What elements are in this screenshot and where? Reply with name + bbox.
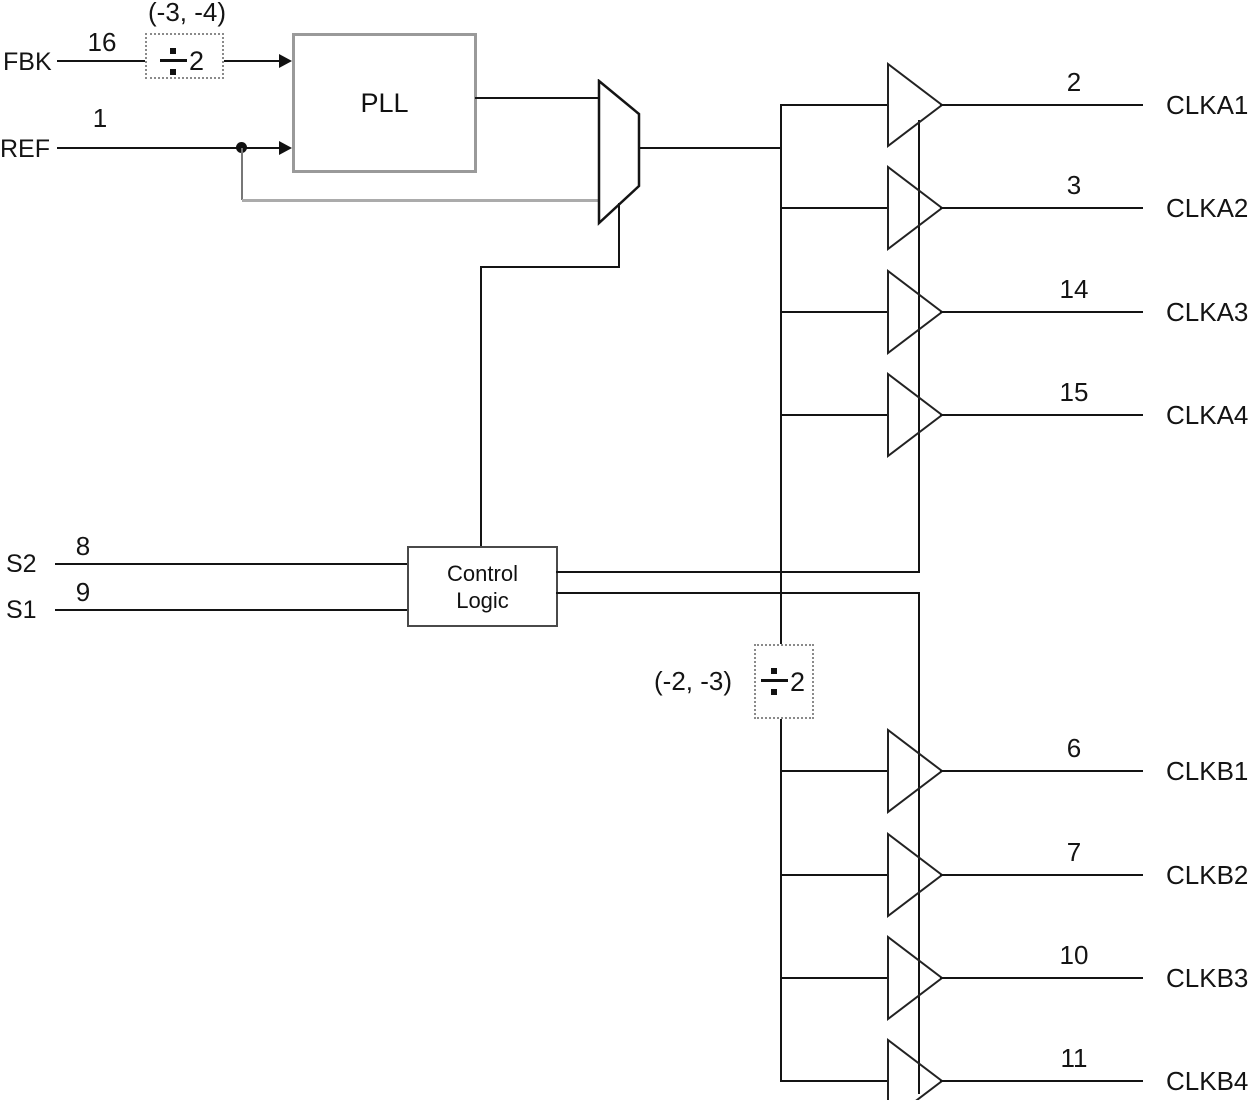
- clkb2-output-wire: [940, 874, 1143, 876]
- ref-bypass-wire-horizontal: [242, 199, 600, 202]
- clkb2-pin: 7: [1066, 837, 1082, 867]
- clka3-input-wire: [781, 311, 888, 313]
- clkb4-output-wire: [940, 1080, 1143, 1082]
- clka1-pin: 2: [1066, 67, 1082, 97]
- enable-bus-bank-b: [918, 592, 920, 1094]
- fbk-divider-annotation: (-3, -4): [148, 0, 226, 27]
- control-logic-block: Control Logic: [407, 546, 558, 627]
- clkb3-output-wire: [940, 977, 1143, 979]
- pll-block: PLL: [292, 33, 477, 173]
- control-logic-label-line1: Control: [447, 560, 518, 586]
- fbk-pin-number: 16: [87, 27, 117, 57]
- mux-output-wire: [639, 147, 782, 149]
- clka3-buffer: [887, 269, 944, 355]
- clkb4-pin: 11: [1060, 1043, 1088, 1073]
- fbk-arrowhead-icon: [279, 54, 292, 68]
- mux-select-wire-v2: [480, 266, 482, 548]
- clock-bus-lower: [780, 719, 782, 1082]
- clka1-label: CLKA1: [1166, 90, 1249, 120]
- clkb1-input-wire: [781, 770, 888, 772]
- clka3-output-wire: [940, 311, 1143, 313]
- control-enable-b-wire: [556, 592, 920, 594]
- ref-junction-dot: [236, 142, 247, 153]
- clka2-label: CLKA2: [1166, 193, 1249, 223]
- pll-output-wire: [475, 97, 599, 99]
- clkb2-label: CLKB2: [1166, 860, 1249, 890]
- enable-bus-bank-a: [918, 120, 920, 573]
- mux: [597, 79, 641, 226]
- fbk-wire: [57, 60, 145, 62]
- clkb4-input-wire: [781, 1080, 888, 1082]
- fbk-divider-box: [145, 33, 224, 79]
- clkb2-buffer: [887, 832, 944, 918]
- clka2-pin: 3: [1066, 170, 1082, 200]
- pll-block-label: PLL: [360, 87, 409, 118]
- clkb4-label: CLKB4: [1166, 1066, 1249, 1096]
- clka1-output-wire: [940, 104, 1143, 106]
- s2-wire: [55, 563, 407, 565]
- control-logic-label-line2: Logic: [456, 587, 509, 613]
- ref-arrowhead-icon: [279, 141, 292, 155]
- ref-pin-number: 1: [92, 103, 108, 133]
- clka2-buffer: [887, 165, 944, 251]
- clka3-label: CLKA3: [1166, 297, 1249, 327]
- ref-bypass-wire-vertical: [241, 148, 243, 200]
- ref-wire: [57, 147, 282, 149]
- mux-select-wire-v1: [618, 203, 620, 268]
- clka3-pin: 14: [1059, 274, 1089, 304]
- fbk-divider-out-wire: [224, 60, 282, 62]
- clkb1-label: CLKB1: [1166, 756, 1249, 786]
- clkb3-buffer: [887, 935, 944, 1021]
- fbk-label: FBK: [3, 48, 52, 76]
- s2-label: S2: [6, 550, 37, 578]
- s2-pin-number: 8: [75, 531, 91, 561]
- clkb3-label: CLKB3: [1166, 963, 1249, 993]
- clock-bus-upper: [780, 104, 782, 646]
- clkb1-buffer: [887, 728, 944, 814]
- s1-label: S1: [6, 596, 37, 624]
- clka2-output-wire: [940, 207, 1143, 209]
- bankb-divider-value: 2: [790, 667, 806, 697]
- divide-icon: [160, 48, 187, 75]
- s1-pin-number: 9: [75, 577, 91, 607]
- clka4-label: CLKA4: [1166, 400, 1249, 430]
- clkb4-buffer: [887, 1038, 944, 1100]
- bankb-divider-annotation: (-2, -3): [654, 666, 732, 696]
- divide-icon: [761, 668, 788, 695]
- clkb2-input-wire: [781, 874, 888, 876]
- clka4-input-wire: [781, 414, 888, 416]
- ref-label: REF: [0, 135, 50, 163]
- clka2-input-wire: [781, 207, 888, 209]
- control-enable-a-wire: [556, 571, 920, 573]
- clkb1-pin: 6: [1066, 733, 1082, 763]
- clka4-output-wire: [940, 414, 1143, 416]
- clka1-buffer: [887, 62, 944, 148]
- clkb1-output-wire: [940, 770, 1143, 772]
- clka1-input-wire: [781, 104, 888, 106]
- s1-wire: [55, 609, 407, 611]
- clkb3-input-wire: [781, 977, 888, 979]
- clka4-pin: 15: [1059, 377, 1089, 407]
- fbk-divider-value: 2: [189, 46, 205, 76]
- clka4-buffer: [887, 372, 944, 458]
- clkb3-pin: 10: [1059, 940, 1089, 970]
- mux-select-wire-h: [480, 266, 620, 268]
